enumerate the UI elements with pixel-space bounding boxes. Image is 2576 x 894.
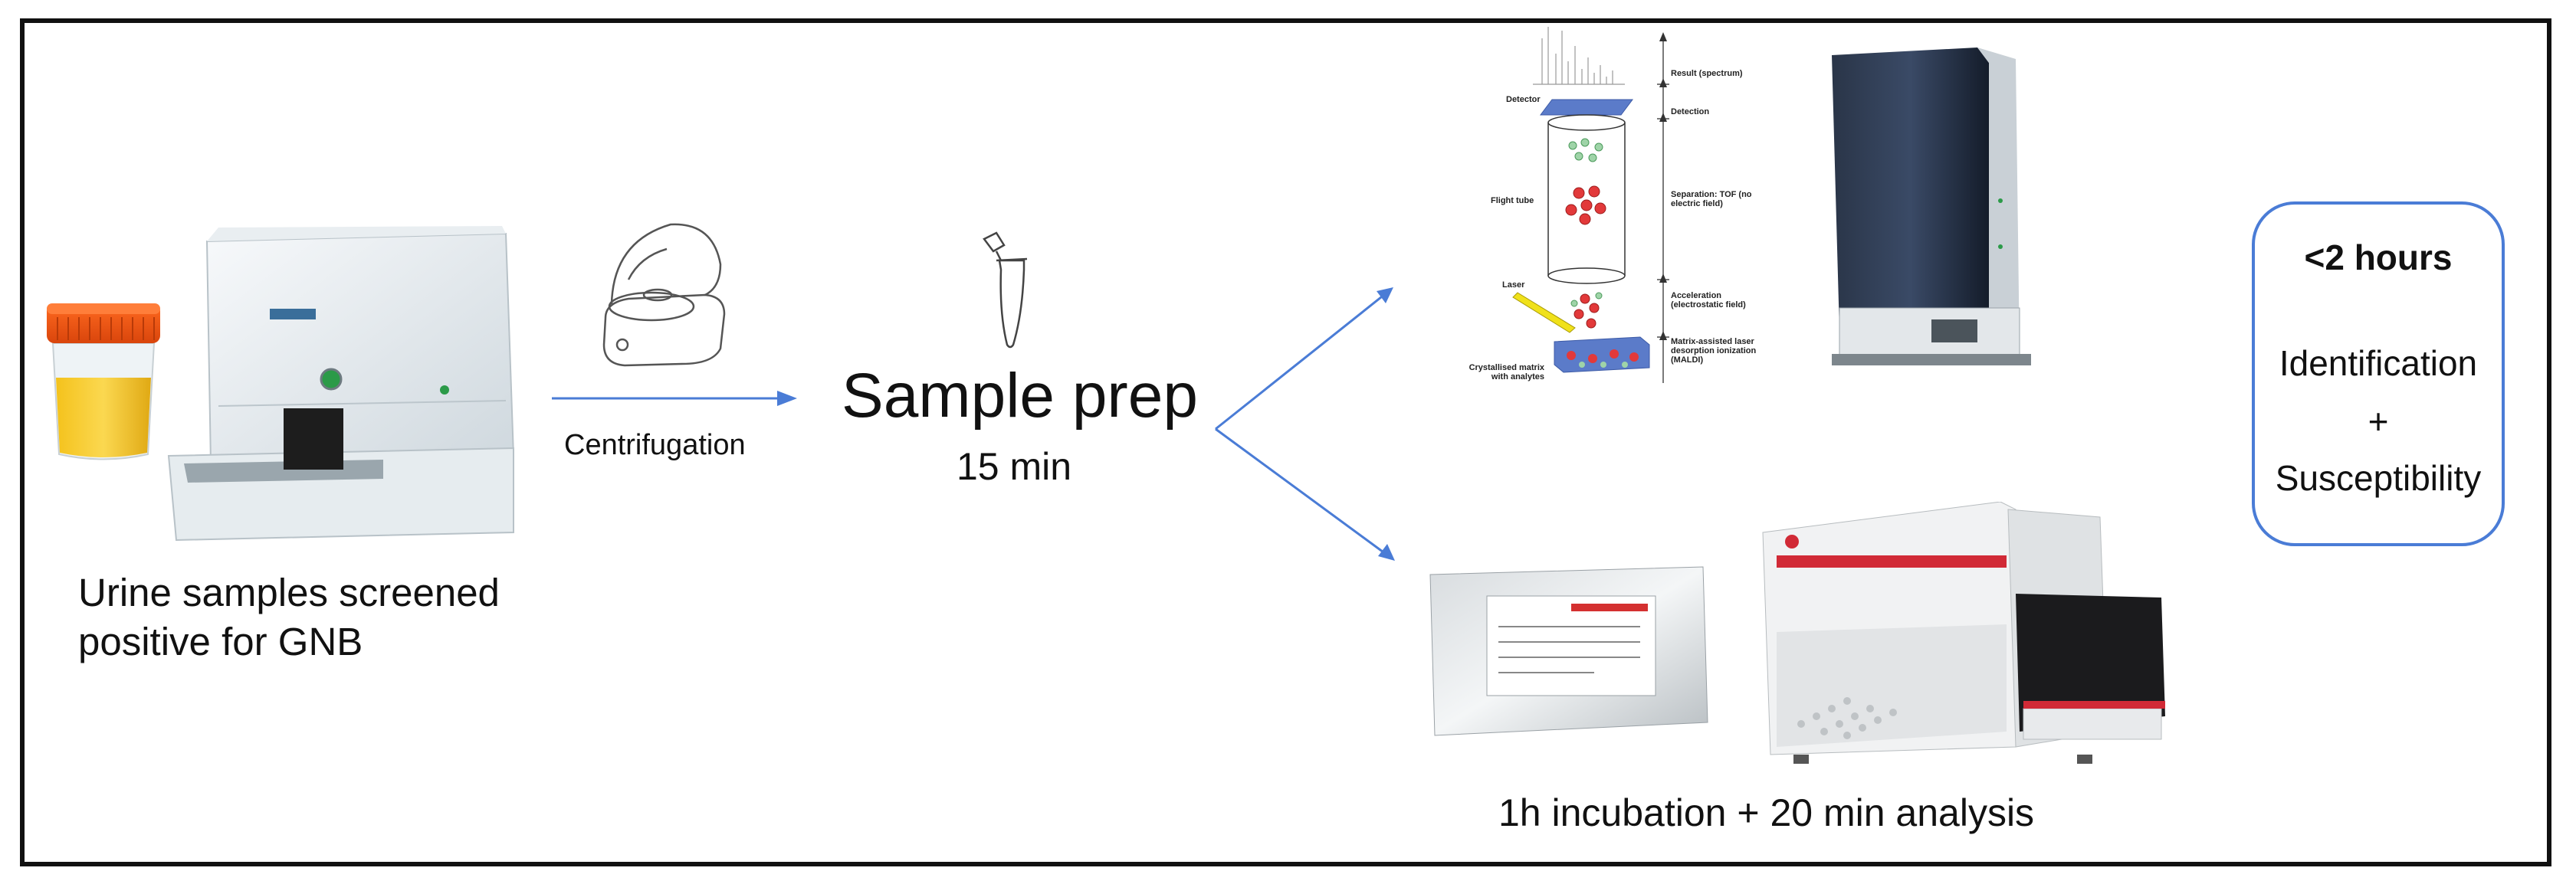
maldi-label-matrix: Crystallised matrix with analytes	[1468, 363, 1544, 382]
maldi-tof-schematic	[1512, 27, 1669, 383]
incubation-analysis-label: 1h incubation + 20 min analysis	[1498, 791, 2035, 834]
reagent-pouch-icon	[1429, 566, 1708, 736]
urine-samples-label: Urine samples screened positive for GNB	[78, 571, 500, 663]
result-susceptibility: Susceptibility	[2275, 458, 2482, 498]
urine-cup-icon	[47, 303, 160, 460]
maldi-label-acceleration: Acceleration (electrostatic field)	[1671, 291, 1746, 309]
sample-prep-time: 15 min	[957, 445, 1072, 488]
centrifugation-label: Centrifugation	[564, 429, 746, 461]
sample-prep-label: Sample prep	[842, 361, 1198, 431]
result-identification: Identification	[2279, 343, 2478, 383]
eppendorf-tube-icon	[983, 231, 1028, 349]
maldi-label-flight-tube: Flight tube	[1491, 196, 1534, 205]
maldi-label-detector: Detector	[1506, 95, 1541, 104]
mass-spectrometer-icon	[1832, 47, 2031, 365]
centrifuge-icon	[602, 223, 726, 367]
maldi-label-result: Result (spectrum)	[1671, 69, 1743, 78]
maldi-label-maldi: Matrix-assisted laser desorption ionizat…	[1671, 337, 1757, 365]
maldi-label-separation: Separation: TOF (no electric field)	[1671, 190, 1752, 208]
flow-cytometer-icon	[1762, 502, 2165, 764]
result-time: <2 hours	[2304, 237, 2453, 277]
arrow-to-prep	[552, 391, 797, 406]
result-box: <2 hours Identification + Susceptibility	[2252, 201, 2505, 546]
urine-analyzer-icon	[167, 226, 515, 542]
result-plus: +	[2368, 401, 2389, 441]
maldi-label-detection: Detection	[1671, 107, 1710, 116]
maldi-label-laser: Laser	[1502, 280, 1525, 290]
branch-arrows	[1215, 287, 1395, 561]
